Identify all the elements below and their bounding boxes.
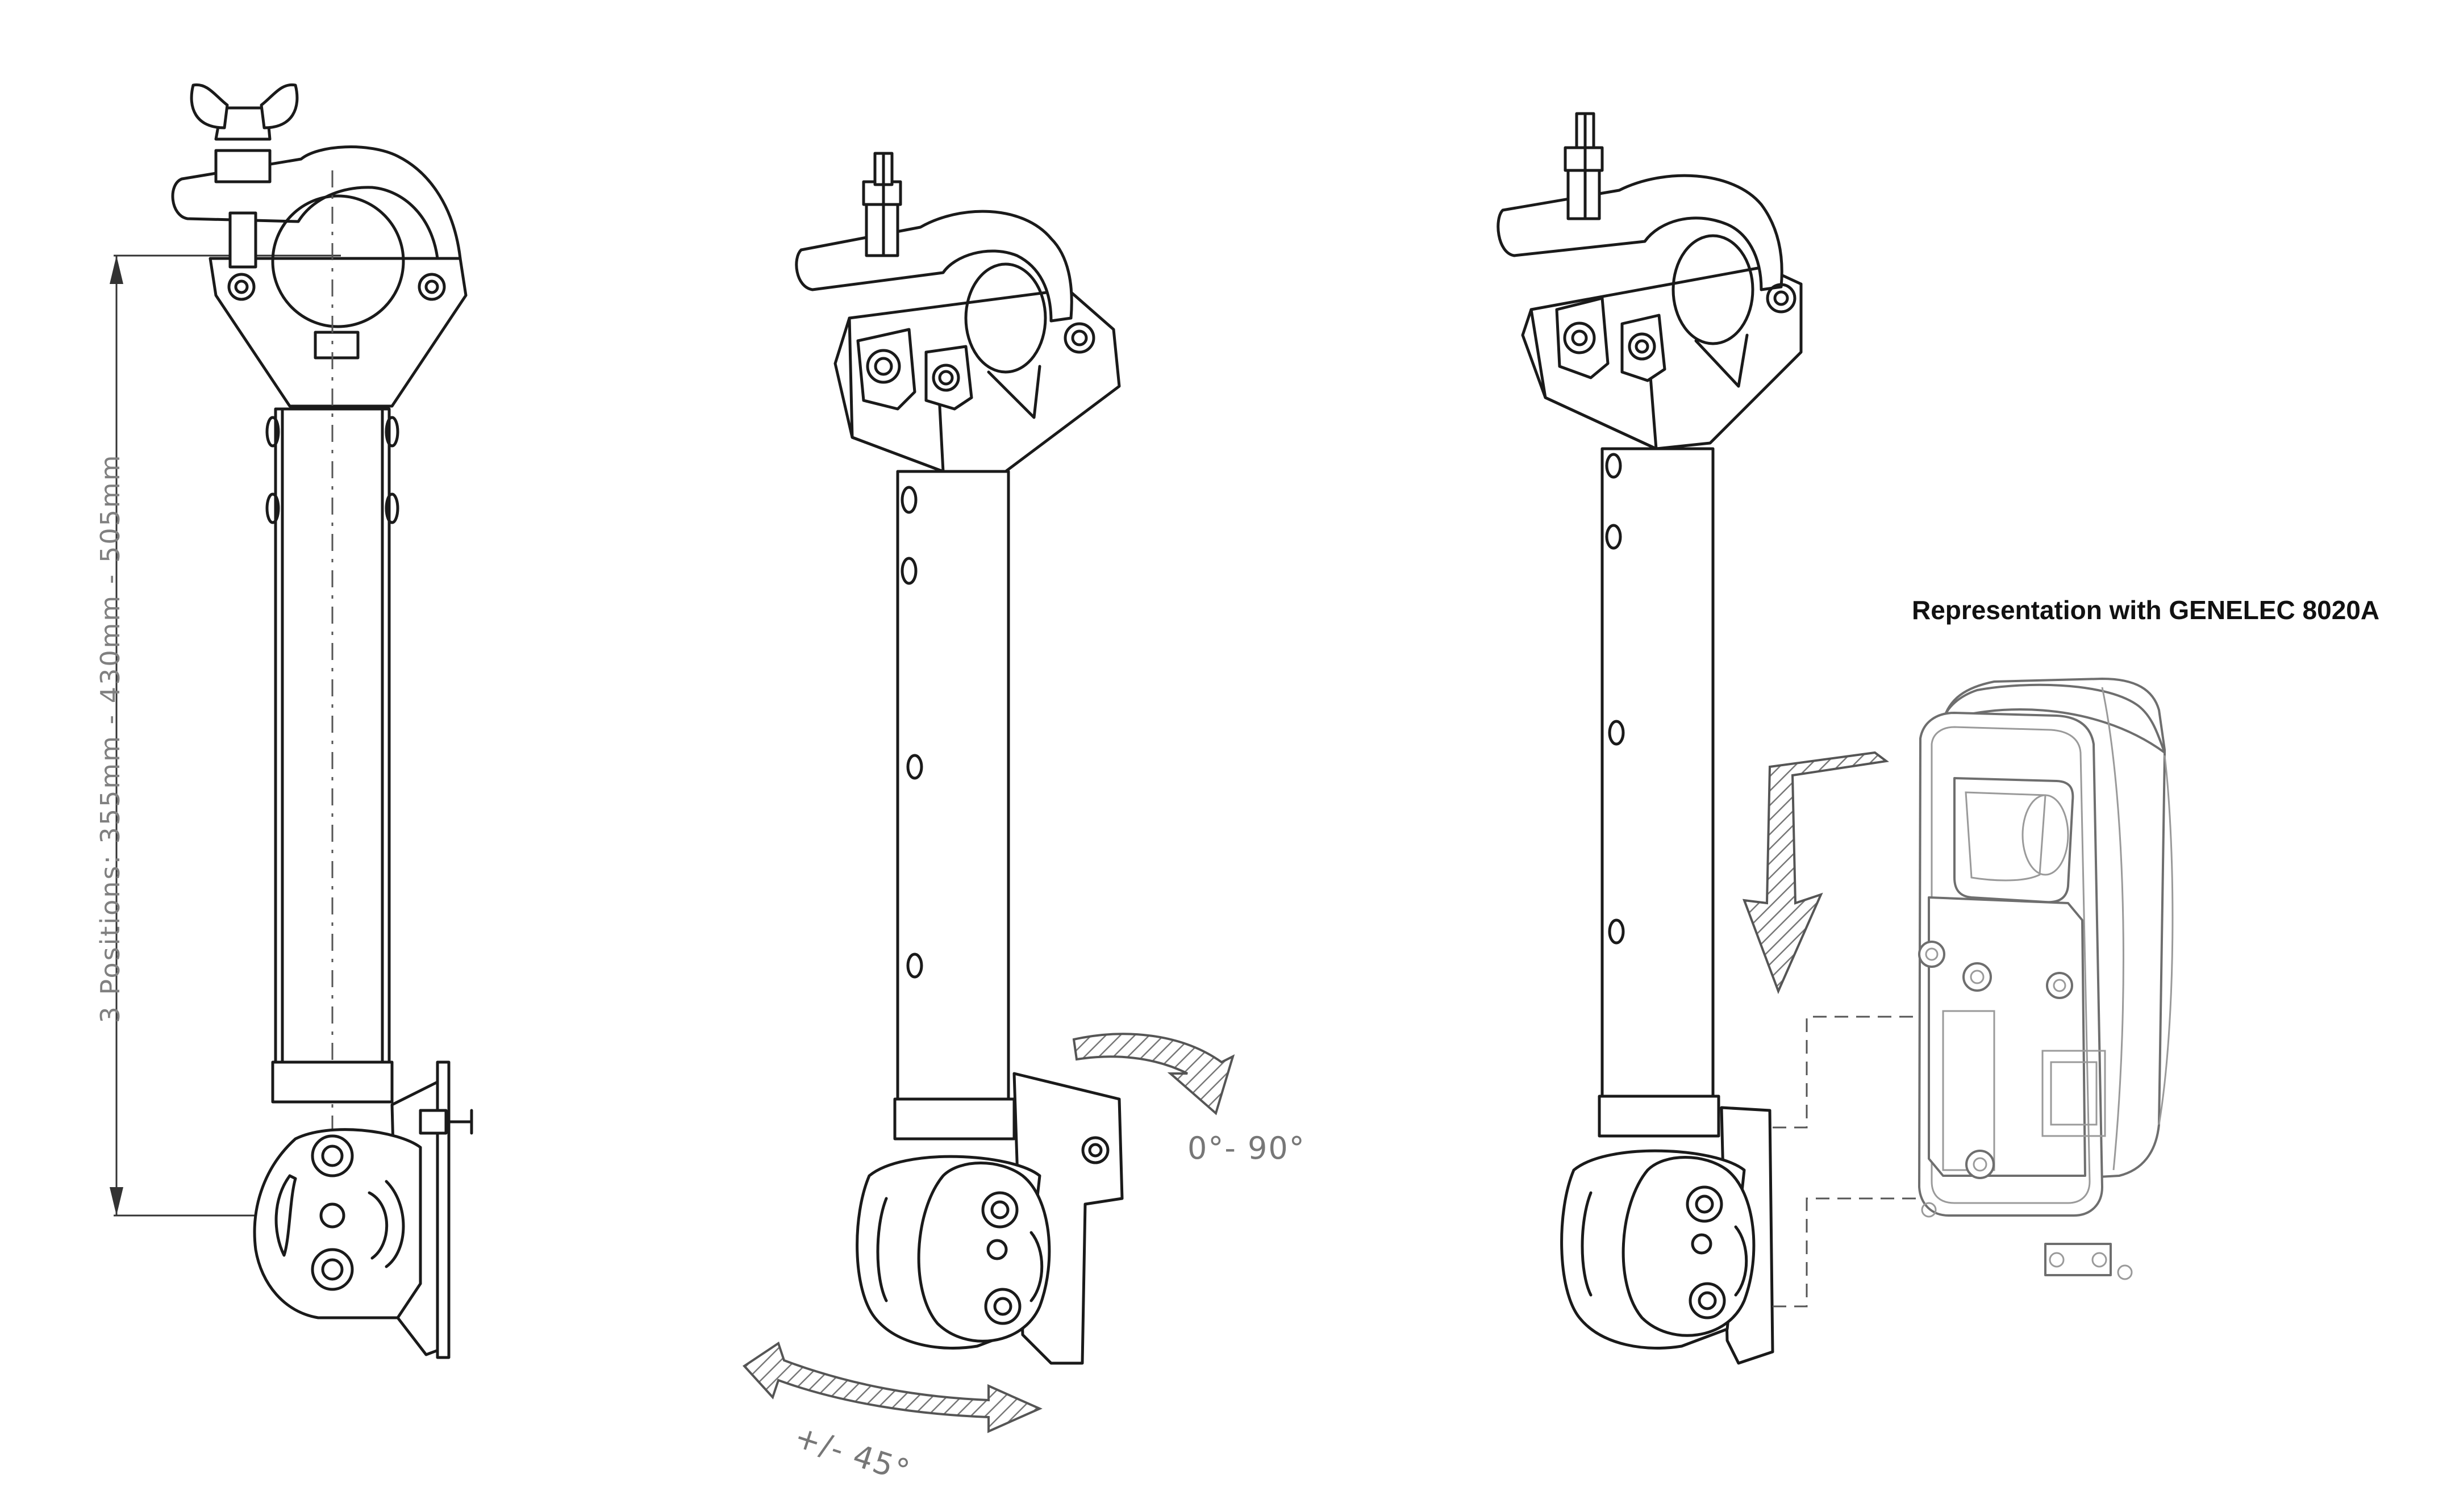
speaker-mount-view: Representation with GENELEC 8020A [1497,112,2379,1365]
tilt-angle-label: 0°- 90° [1187,1130,1306,1166]
swivel-arrow: +/- 45° [742,1341,1043,1489]
tilt-joint [1560,1106,1774,1365]
height-dimension: 3 Positions: 355mm - 430mm - 505mm [95,254,341,1217]
perspective-view-rotation: 0°- 90° +/- 45° [742,152,1306,1489]
telescopic-tube [893,470,1016,1141]
dimension-label: 3 Positions: 355mm - 430mm - 505mm [95,453,126,1023]
half-coupler-clamp [171,83,468,408]
tilt-joint [253,1060,473,1359]
clamp [795,152,1121,473]
clamp [1497,112,1803,450]
tilt-arrow: 0°- 90° [1072,1033,1306,1166]
side-view: 3 Positions: 355mm - 430mm - 505mm [95,83,473,1359]
telescopic-tube [265,170,399,1238]
swivel-angle-label: +/- 45° [790,1418,915,1489]
genelec-speaker [1918,678,2174,1280]
representation-caption: Representation with GENELEC 8020A [1912,595,2379,625]
telescopic-tube [1598,447,1720,1138]
mounting-direction-arrow [1742,751,1890,995]
tilt-joint [856,1072,1124,1365]
